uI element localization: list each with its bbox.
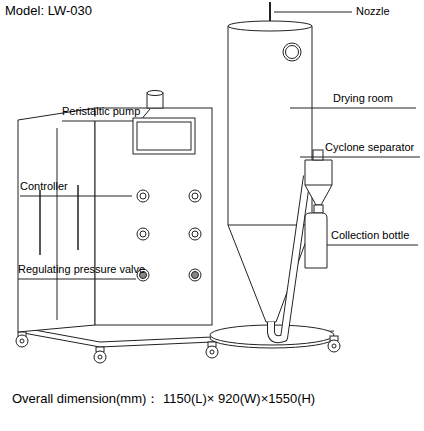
control-knob — [137, 190, 201, 240]
part-label: Drying room — [333, 92, 393, 105]
part-label: Collection bottle — [331, 229, 409, 242]
leader-line — [290, 108, 416, 109]
part-label: Nozzle — [356, 5, 390, 18]
caster-wheel — [16, 332, 340, 363]
controller-screen — [20, 118, 195, 196]
part-label: Controller — [20, 180, 68, 193]
nozzle — [270, 2, 352, 21]
part-label: Regulating pressure valve — [18, 263, 145, 276]
collection-bottle — [305, 205, 418, 268]
part-label: Peristaltic pump — [62, 105, 140, 118]
cyclone-separator — [300, 150, 420, 205]
dimension-caption: Overall dimension(mm)： 1150(L)× 920(W)×1… — [12, 392, 315, 407]
drying-room — [228, 21, 312, 322]
peristaltic-pump — [62, 91, 163, 122]
part-label: Cyclone separator — [325, 141, 414, 154]
control-cabinet — [18, 108, 212, 332]
model-title: Model: LW-030 — [5, 4, 92, 19]
outlet-pipe — [271, 176, 307, 339]
